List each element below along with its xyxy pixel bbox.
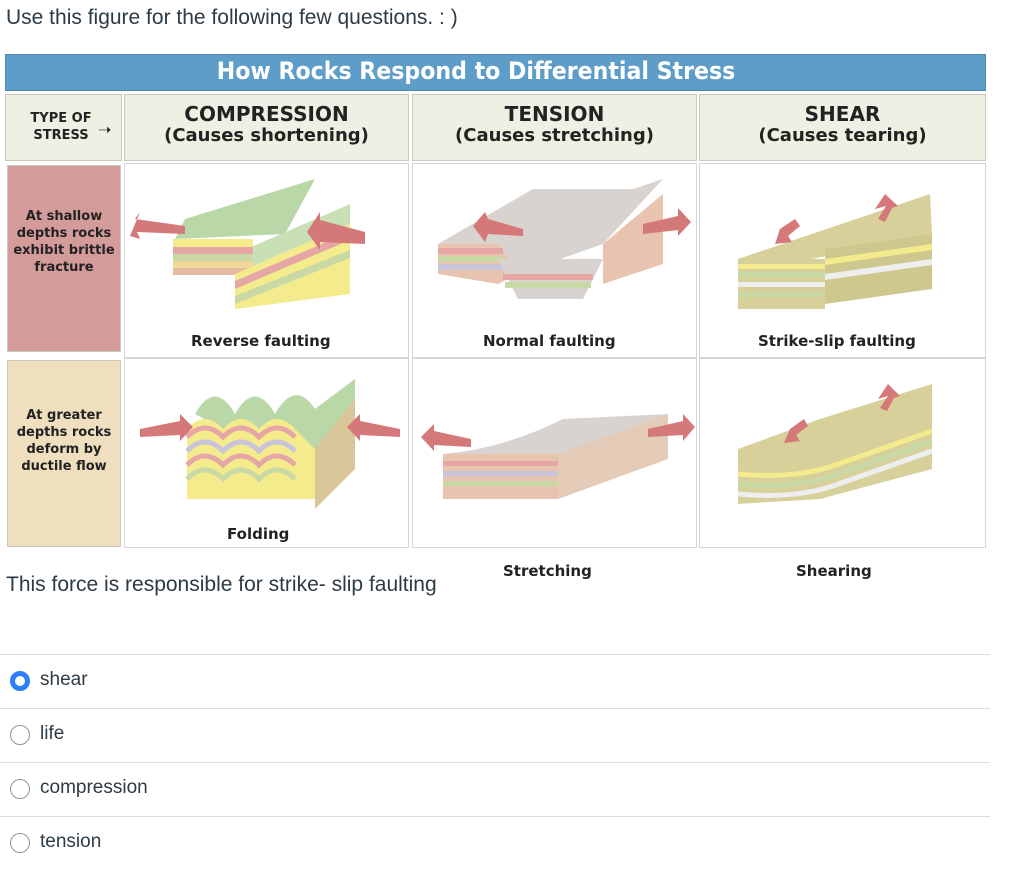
left-arrow (130, 212, 185, 239)
intro-text: Use this figure for the following few qu… (6, 6, 458, 29)
column-subtitle: (Causes tearing) (758, 125, 927, 146)
figure-title-bar: How Rocks Respond to Differential Stress (5, 54, 986, 91)
radio-button[interactable] (10, 779, 30, 799)
type-of-stress-label: TYPE OF STRESS (30, 111, 92, 143)
answer-option-life[interactable]: life (0, 708, 990, 762)
header-shear: SHEAR (Causes tearing) (699, 94, 986, 161)
stretching-illustration (421, 414, 695, 499)
caption-reverse-faulting: Reverse faulting (191, 332, 331, 350)
answer-label[interactable]: tension (40, 831, 102, 852)
figure-title: How Rocks Respond to Differential Stress (216, 57, 736, 85)
header-type-of-stress: TYPE OF STRESS ➝ (5, 94, 122, 161)
question-text: This force is responsible for strike- sl… (6, 573, 437, 596)
caption-stretching: Stretching (503, 562, 592, 580)
answer-option-compression[interactable]: compression (0, 762, 990, 816)
stress-figure: How Rocks Respond to Differential Stress… (5, 54, 986, 580)
row-label-deep: At greater depths rocks deform by ductil… (7, 360, 121, 547)
column-title: COMPRESSION (184, 102, 349, 126)
radio-button[interactable] (10, 833, 30, 853)
caption-shearing: Shearing (796, 562, 872, 580)
stretching-cell: Stretching (412, 358, 697, 580)
normal-faulting-illustration (438, 179, 691, 299)
strike-slip-faulting-cell: Strike-slip faulting (699, 163, 986, 358)
answer-option-shear[interactable]: shear (0, 654, 990, 708)
header-tension: TENSION (Causes stretching) (412, 94, 697, 161)
caption-folding: Folding (227, 525, 290, 543)
radio-button[interactable] (10, 725, 30, 745)
shearing-illustration (737, 384, 933, 504)
caption-normal-faulting: Normal faulting (483, 332, 616, 350)
strike-slip-illustration (738, 194, 932, 309)
radio-button-selected[interactable] (10, 671, 30, 691)
answer-label[interactable]: life (40, 723, 65, 744)
folding-illustration (140, 379, 400, 509)
column-title: SHEAR (804, 102, 881, 126)
header-compression: COMPRESSION (Causes shortening) (124, 94, 409, 161)
column-subtitle: (Causes shortening) (164, 125, 369, 146)
column-subtitle: (Causes stretching) (455, 125, 654, 146)
column-title: TENSION (504, 102, 605, 126)
folding-cell: Folding (124, 358, 409, 548)
normal-faulting-cell: Normal faulting (412, 163, 697, 358)
answer-label[interactable]: compression (40, 777, 148, 798)
answer-option-tension[interactable]: tension (0, 816, 990, 870)
caption-strike-slip-faulting: Strike-slip faulting (758, 332, 916, 350)
answer-list: shear life compression tension (0, 654, 990, 870)
shearing-cell: Shearing (699, 358, 986, 580)
right-arrow-icon: ➝ (98, 120, 112, 139)
answer-label[interactable]: shear (40, 669, 88, 690)
reverse-faulting-illustration (130, 179, 365, 309)
reverse-faulting-cell: Reverse faulting (124, 163, 409, 358)
row-label-shallow: At shallow depths rocks exhibit brittle … (7, 165, 121, 352)
